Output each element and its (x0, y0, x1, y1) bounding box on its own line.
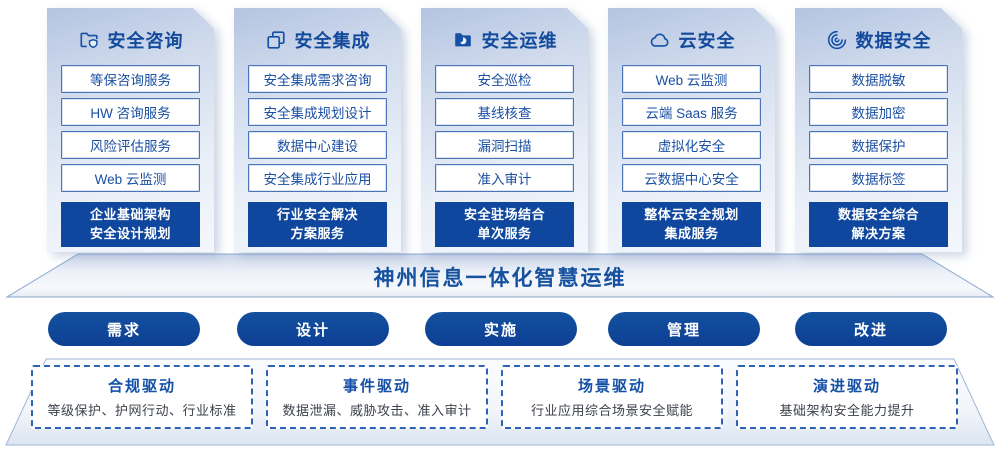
service-column-security-consulting: 安全咨询 等保咨询服务 HW 咨询服务 风险评估服务 Web 云监测 企业基础架… (47, 8, 214, 252)
column-footer: 行业安全解决 方案服务 (248, 202, 387, 247)
driver-box-scenario: 场景驱动 行业应用综合场景安全赋能 (501, 365, 723, 429)
service-item: 风险评估服务 (61, 131, 200, 159)
column-header: 安全运维 (421, 8, 588, 54)
service-item: 安全集成需求咨询 (248, 65, 387, 93)
service-item: 虚拟化安全 (622, 131, 761, 159)
folder-shield-icon (78, 29, 100, 51)
service-item-list: Web 云监测 云端 Saas 服务 虚拟化安全 云数据中心安全 (622, 65, 761, 197)
driver-desc: 基础架构安全能力提升 (779, 403, 915, 418)
driver-title: 场景驱动 (577, 378, 646, 395)
driver-desc: 等级保护、护网行动、行业标准 (47, 403, 237, 418)
service-item: 数据加密 (809, 98, 948, 126)
service-item: 漏洞扫描 (435, 131, 574, 159)
column-footer: 企业基础架构 安全设计规划 (61, 202, 200, 247)
service-item: 安全巡检 (435, 65, 574, 93)
service-item: 云端 Saas 服务 (622, 98, 761, 126)
driver-title: 事件驱动 (342, 378, 411, 395)
service-item: 基线核查 (435, 98, 574, 126)
service-item: 数据标签 (809, 164, 948, 192)
service-item: Web 云监测 (61, 164, 200, 192)
footer-line: 安全驻场结合 (463, 206, 545, 222)
service-item: 准入审计 (435, 164, 574, 192)
column-header: 云安全 (608, 8, 775, 54)
process-step-management: 管理 (608, 312, 760, 346)
service-item-list: 安全巡检 基线核查 漏洞扫描 准入审计 (435, 65, 574, 197)
service-item: 等保咨询服务 (61, 65, 200, 93)
process-step-implementation: 实施 (425, 312, 577, 346)
copy-icon (265, 29, 287, 51)
footer-line: 企业基础架构 (89, 206, 171, 222)
driver-title: 演进驱动 (812, 378, 881, 395)
service-column-cloud-security: 云安全 Web 云监测 云端 Saas 服务 虚拟化安全 云数据中心安全 整体云… (608, 8, 775, 252)
driver-desc: 行业应用综合场景安全赋能 (530, 403, 693, 418)
column-title: 安全咨询 (107, 31, 184, 51)
fingerprint-icon (826, 29, 848, 51)
column-footer: 安全驻场结合 单次服务 (435, 202, 574, 247)
service-item-list: 数据脱敏 数据加密 数据保护 数据标签 (809, 65, 948, 197)
footer-line: 单次服务 (477, 225, 532, 241)
cloud-icon (648, 29, 671, 51)
footer-line: 方案服务 (290, 225, 345, 241)
service-column-security-integration: 安全集成 安全集成需求咨询 安全集成规划设计 数据中心建设 安全集成行业应用 行… (234, 8, 401, 252)
service-item: 安全集成行业应用 (248, 164, 387, 192)
process-step-requirement: 需求 (48, 312, 200, 346)
service-item: HW 咨询服务 (61, 98, 200, 126)
service-item: 数据中心建设 (248, 131, 387, 159)
column-title: 安全运维 (481, 31, 558, 51)
driver-box-compliance: 合规驱动 等级保护、护网行动、行业标准 (31, 365, 253, 429)
service-item: 数据保护 (809, 131, 948, 159)
driver-title: 合规驱动 (107, 378, 176, 395)
column-title: 云安全 (678, 31, 736, 51)
footer-line: 解决方案 (851, 225, 906, 241)
folder-chart-icon (452, 29, 474, 51)
service-item: Web 云监测 (622, 65, 761, 93)
service-item-list: 安全集成需求咨询 安全集成规划设计 数据中心建设 安全集成行业应用 (248, 65, 387, 197)
service-column-data-security: 数据安全 数据脱敏 数据加密 数据保护 数据标签 数据安全综合 解决方案 (795, 8, 962, 252)
process-step-improvement: 改进 (795, 312, 947, 346)
driver-desc: 数据泄漏、威胁攻击、准入审计 (282, 403, 472, 418)
process-step-design: 设计 (237, 312, 389, 346)
driver-box-incident: 事件驱动 数据泄漏、威胁攻击、准入审计 (266, 365, 488, 429)
column-title: 安全集成 (294, 31, 371, 51)
service-item: 云数据中心安全 (622, 164, 761, 192)
footer-line: 整体云安全规划 (644, 206, 739, 222)
column-header: 数据安全 (795, 8, 962, 54)
service-item-list: 等保咨询服务 HW 咨询服务 风险评估服务 Web 云监测 (61, 65, 200, 197)
service-item: 数据脱敏 (809, 65, 948, 93)
footer-line: 行业安全解决 (276, 206, 358, 222)
column-header: 安全集成 (234, 8, 401, 54)
column-footer: 数据安全综合 解决方案 (809, 202, 948, 247)
footer-line: 集成服务 (664, 225, 719, 241)
driver-box-evolution: 演进驱动 基础架构安全能力提升 (736, 365, 958, 429)
footer-line: 数据安全综合 (837, 206, 919, 222)
service-item: 安全集成规划设计 (248, 98, 387, 126)
footer-line: 安全设计规划 (89, 225, 171, 241)
column-footer: 整体云安全规划 集成服务 (622, 202, 761, 247)
column-title: 数据安全 (855, 31, 932, 51)
platform-banner-title: 神州信息一体化智慧运维 (373, 267, 627, 290)
column-header: 安全咨询 (47, 8, 214, 54)
service-column-security-operations: 安全运维 安全巡检 基线核查 漏洞扫描 准入审计 安全驻场结合 单次服务 (421, 8, 588, 252)
